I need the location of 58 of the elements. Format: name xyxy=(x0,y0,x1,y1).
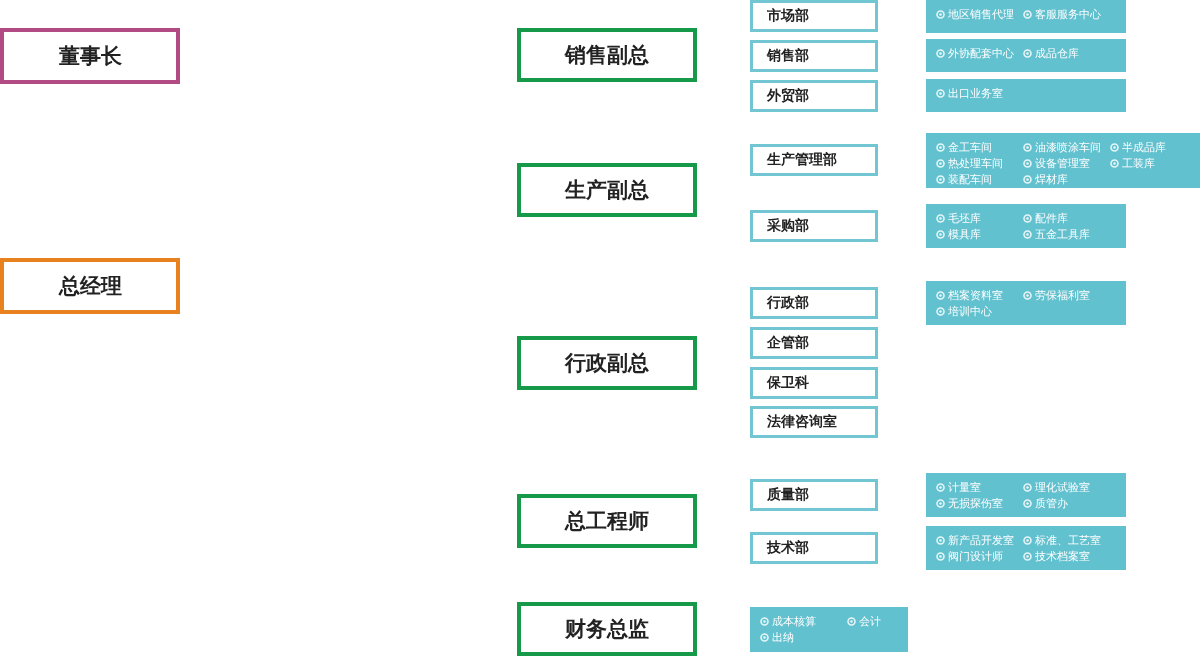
department-box: 保卫科 xyxy=(750,367,878,399)
list-item-text: 成品仓库 xyxy=(1035,45,1079,61)
department-box: 销售部 xyxy=(750,40,878,72)
list-item-text: 出口业务室 xyxy=(948,85,1003,101)
department-box: 采购部 xyxy=(750,210,878,242)
list-item-text: 外协配套中心 xyxy=(948,45,1014,61)
list-item-text: 培训中心 xyxy=(948,303,992,319)
list-item-text: 设备管理室 xyxy=(1035,155,1090,171)
department-box: 质量部 xyxy=(750,479,878,511)
list-item-text: 热处理车间 xyxy=(948,155,1003,171)
list-item-text: 技术档案室 xyxy=(1035,548,1090,564)
department-box: 企管部 xyxy=(750,327,878,359)
list-item-text: 计量室 xyxy=(948,479,981,495)
section-panel xyxy=(926,39,1126,72)
list-item-text: 毛坯库 xyxy=(948,210,981,226)
list-item-text: 金工车间 xyxy=(948,139,992,155)
list-item-text: 焊材库 xyxy=(1035,171,1068,187)
department-box: 法律咨询室 xyxy=(750,406,878,438)
section-panel xyxy=(926,281,1126,325)
section-panel xyxy=(926,79,1126,112)
department-box: 市场部 xyxy=(750,0,878,32)
list-item-text: 新产品开发室 xyxy=(948,532,1014,548)
title-box: 董事长 xyxy=(0,28,180,84)
section-panel xyxy=(926,473,1126,517)
list-item-text: 出纳 xyxy=(772,629,794,645)
department-box: 技术部 xyxy=(750,532,878,564)
title-box: 总工程师 xyxy=(517,494,697,548)
list-item-text: 档案资料室 xyxy=(948,287,1003,303)
list-item-text: 会计 xyxy=(859,613,881,629)
list-item-text: 五金工具库 xyxy=(1035,226,1090,242)
list-item-text: 成本核算 xyxy=(772,613,816,629)
list-item-text: 劳保福利室 xyxy=(1035,287,1090,303)
list-item-text: 无损探伤室 xyxy=(948,495,1003,511)
title-box: 生产副总 xyxy=(517,163,697,217)
list-item-text: 质管办 xyxy=(1035,495,1068,511)
section-panel xyxy=(926,526,1126,570)
department-box: 外贸部 xyxy=(750,80,878,112)
department-box: 行政部 xyxy=(750,287,878,319)
list-item-text: 地区销售代理 xyxy=(948,6,1014,22)
list-item-text: 油漆喷涂车间 xyxy=(1035,139,1101,155)
section-panel xyxy=(926,0,1126,33)
list-item-text: 阀门设计师 xyxy=(948,548,1003,564)
list-item-text: 装配车间 xyxy=(948,171,992,187)
list-item-text: 客服服务中心 xyxy=(1035,6,1101,22)
title-box: 财务总监 xyxy=(517,602,697,656)
section-panel xyxy=(926,133,1200,188)
department-box: 生产管理部 xyxy=(750,144,878,176)
list-item-text: 模具库 xyxy=(948,226,981,242)
section-panel xyxy=(750,607,908,652)
title-box: 总经理 xyxy=(0,258,180,314)
title-box: 行政副总 xyxy=(517,336,697,390)
list-item-text: 标准、工艺室 xyxy=(1035,532,1101,548)
list-item-text: 半成品库 xyxy=(1122,139,1166,155)
list-item-text: 工装库 xyxy=(1122,155,1155,171)
list-item-text: 配件库 xyxy=(1035,210,1068,226)
list-item-text: 理化试验室 xyxy=(1035,479,1090,495)
title-box: 销售副总 xyxy=(517,28,697,82)
section-panel xyxy=(926,204,1126,248)
